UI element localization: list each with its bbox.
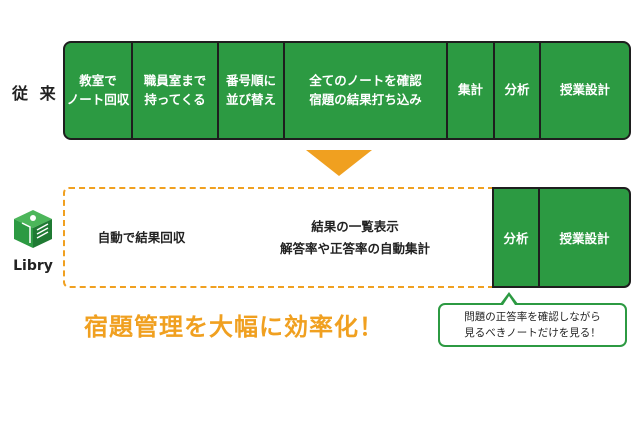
callout-pointer-fill <box>503 296 515 305</box>
before-step-check-and-input: 全てのノートを確認 宿題の結果打ち込み <box>285 43 448 138</box>
logo-wordmark: Libry <box>13 258 53 274</box>
before-process-bar: 教室で ノート回収 職員室まで 持ってくる 番号順に 並び替え 全てのノートを確… <box>63 41 631 140</box>
before-step-analysis: 分析 <box>495 43 541 138</box>
after-step-lesson-design: 授業設計 <box>538 187 631 288</box>
before-step-tally: 集計 <box>448 43 495 138</box>
before-step-lesson-design: 授業設計 <box>559 82 610 98</box>
book-stack-icon <box>14 210 52 248</box>
before-step-sort-by-number: 番号順に 並び替え <box>219 43 285 138</box>
libry-logo: Libry <box>10 206 56 274</box>
after-step-list-and-tally: 結果の一覧表示 解答率や正答率の自動集計 <box>218 187 494 288</box>
headline: 宿題管理を大幅に効率化！ <box>84 313 384 341</box>
before-label: 従 来 <box>12 84 59 103</box>
after-process-bar: 自動で結果回収 結果の一覧表示 解答率や正答率の自動集計 分析 授業設計 <box>63 187 631 288</box>
after-step-auto-collect: 自動で結果回収 <box>63 187 220 288</box>
after-step-analysis: 分析 <box>492 187 540 288</box>
down-arrow-icon <box>306 150 372 176</box>
before-step-carry-to-staffroom: 職員室まで 持ってくる <box>133 43 219 138</box>
before-step-collect-notes: 教室で ノート回収 <box>65 43 133 138</box>
callout-box: 問題の正答率を確認しながら 見るべきノートだけを見る！ <box>438 303 627 347</box>
